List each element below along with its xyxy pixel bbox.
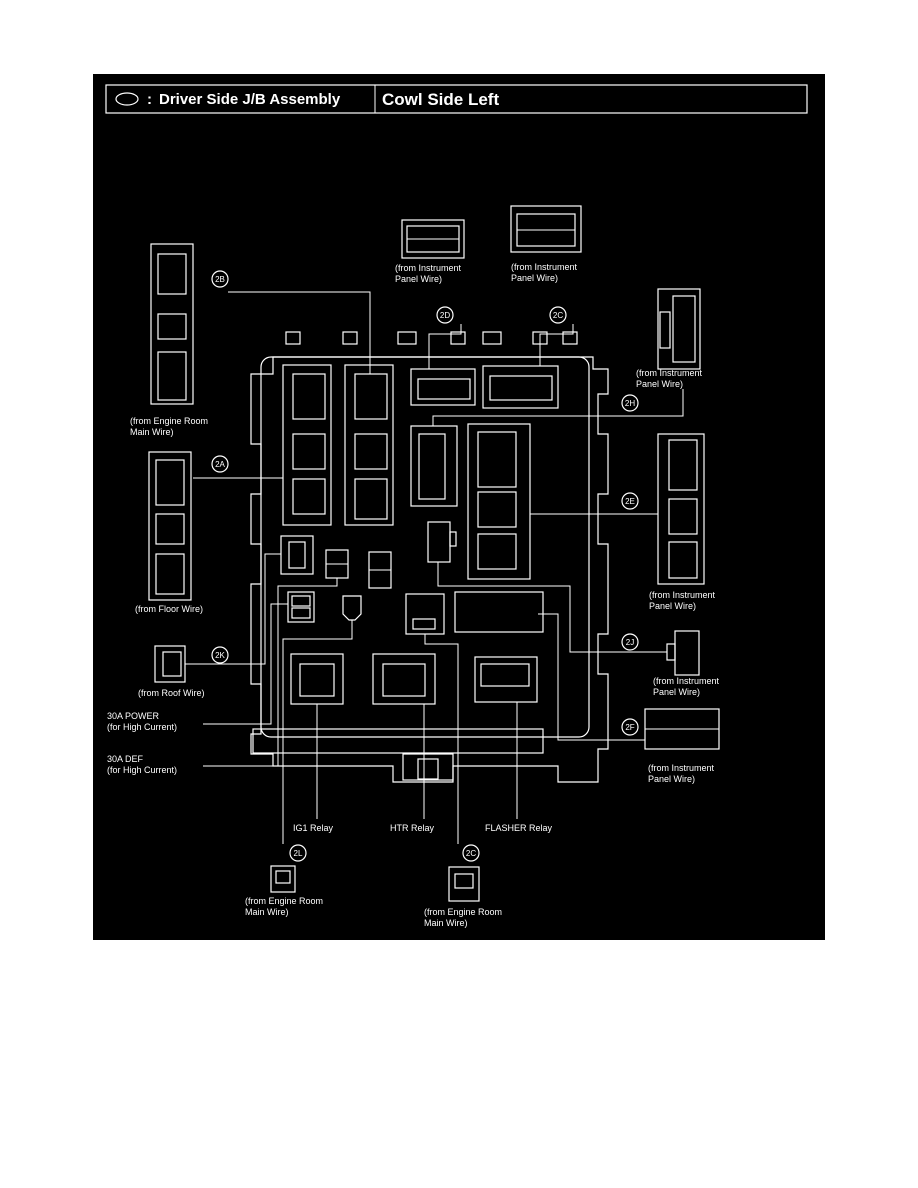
junction-block-diagram: : Driver Side J/B Assembly Cowl Side Lef… [93,74,825,940]
connector-2c-bottom-badge [462,844,480,862]
connector-2a: 2A (from Floor Wire) [135,451,283,614]
connector-2l-code: 2L [294,849,303,858]
socket-2l [342,595,362,621]
jb-symbol-icon [115,92,139,106]
connector-2j-code: 2J [626,638,634,647]
connector-2k: 2K (from Roof Wire) [138,553,281,698]
socket-2a [282,364,332,526]
fuse-30a-def [287,591,315,623]
connector-2k-badge [211,646,229,664]
connector-2d-badge [436,306,454,324]
socket-2c-lower [405,593,445,635]
connector-2d-code: 2D [440,311,450,320]
connector-2h-code: 2H [625,399,635,408]
connector-2a-code: 2A [215,460,225,469]
relay-callouts: IG1 Relay HTR Relay FLASHER Relay [293,702,553,833]
header-location: Cowl Side Left [382,90,499,109]
fuse-def-label-2: (for High Current) [107,765,177,775]
relay-htr-label: HTR Relay [390,823,435,833]
connector-2j: 2J (from Instrument Panel Wire) [437,562,720,697]
fuse-def-label-1: 30A DEF [107,754,144,764]
connector-2b-from-2: Main Wire) [130,427,174,437]
relay-flasher-label: FLASHER Relay [485,823,553,833]
fuse-30a-power [280,535,314,575]
connector-2e-code: 2E [625,497,635,506]
connector-2c: (from Instrument Panel Wire) 2C [510,205,582,366]
jb-body [250,331,609,783]
diagram-svg: : Driver Side J/B Assembly Cowl Side Lef… [105,84,808,928]
connector-2k-from: (from Roof Wire) [138,688,205,698]
connector-2b-code: 2B [215,275,225,284]
relay-ig1-socket [290,653,344,705]
socket-2b [344,364,394,526]
connector-2c-from-2: Panel Wire) [511,273,558,283]
connector-2c-bottom-from-2: Main Wire) [424,918,468,928]
connector-2j-from-1: (from Instrument [653,676,720,686]
connector-2c-bottom-code: 2C [466,849,476,858]
socket-2j [427,521,457,563]
connector-2b-from-1: (from Engine Room [130,416,208,426]
connector-2a-badge [211,455,229,473]
connector-2f-from-1: (from Instrument [648,763,715,773]
connector-2f-from-2: Panel Wire) [648,774,695,784]
connector-2c-bottom-from-1: (from Engine Room [424,907,502,917]
connector-2l-from-1: (from Engine Room [245,896,323,906]
connector-2a-from: (from Floor Wire) [135,604,203,614]
connector-2e-from-1: (from Instrument [649,590,716,600]
relay-flasher-socket [474,656,538,703]
connector-2b-badge [211,270,229,288]
fuse-callouts: 30A POWER (for High Current) 30A DEF (fo… [107,578,338,775]
connector-2c-bottom: 2C (from Engine Room Main Wire) [424,634,502,928]
connector-2h-from-2: Panel Wire) [636,379,683,389]
header-bar: : Driver Side J/B Assembly Cowl Side Lef… [105,84,808,114]
connector-2f-badge [621,718,639,736]
connector-2j-from-2: Panel Wire) [653,687,700,697]
connector-2h-from-1: (from Instrument [636,368,703,378]
connector-2c-badge [549,306,567,324]
connector-2c-from-1: (from Instrument [511,262,578,272]
socket-2h [410,425,458,507]
connector-2d: (from Instrument Panel Wire) 2D [395,219,465,369]
connector-2l-badge [289,844,307,862]
connector-2d-from-1: (from Instrument [395,263,462,273]
header-separator: : [147,91,152,108]
socket-2d [410,368,476,406]
connector-2f-code: 2F [625,723,634,732]
connector-2k-code: 2K [215,651,225,660]
fuse-power-label-2: (for High Current) [107,722,177,732]
connector-2e-badge [621,492,639,510]
connector-2j-badge [621,633,639,651]
header-title: Driver Side J/B Assembly [159,91,341,108]
connector-2h-badge [621,394,639,412]
connector-2e: 2E (from Instrument Panel Wire) [530,433,716,611]
relay-htr-socket [372,653,436,705]
connector-2h: (from Instrument Panel Wire) 2H [432,288,703,426]
connector-2b: 2B (from Engine Room Main Wire) [130,243,371,437]
fuse-pair-center [325,549,392,589]
socket-2e [467,423,531,580]
connector-2c-code: 2C [553,311,563,320]
relay-ig1-label: IG1 Relay [293,823,334,833]
connector-2f: 2F (from Instrument Panel Wire) [538,613,720,784]
socket-2c [482,365,559,409]
socket-2f [454,591,544,633]
connector-2d-from-2: Panel Wire) [395,274,442,284]
connector-2l: 2L (from Engine Room Main Wire) [245,620,353,917]
connector-2l-from-2: Main Wire) [245,907,289,917]
connector-2e-from-2: Panel Wire) [649,601,696,611]
fuse-power-label-1: 30A POWER [107,711,160,721]
